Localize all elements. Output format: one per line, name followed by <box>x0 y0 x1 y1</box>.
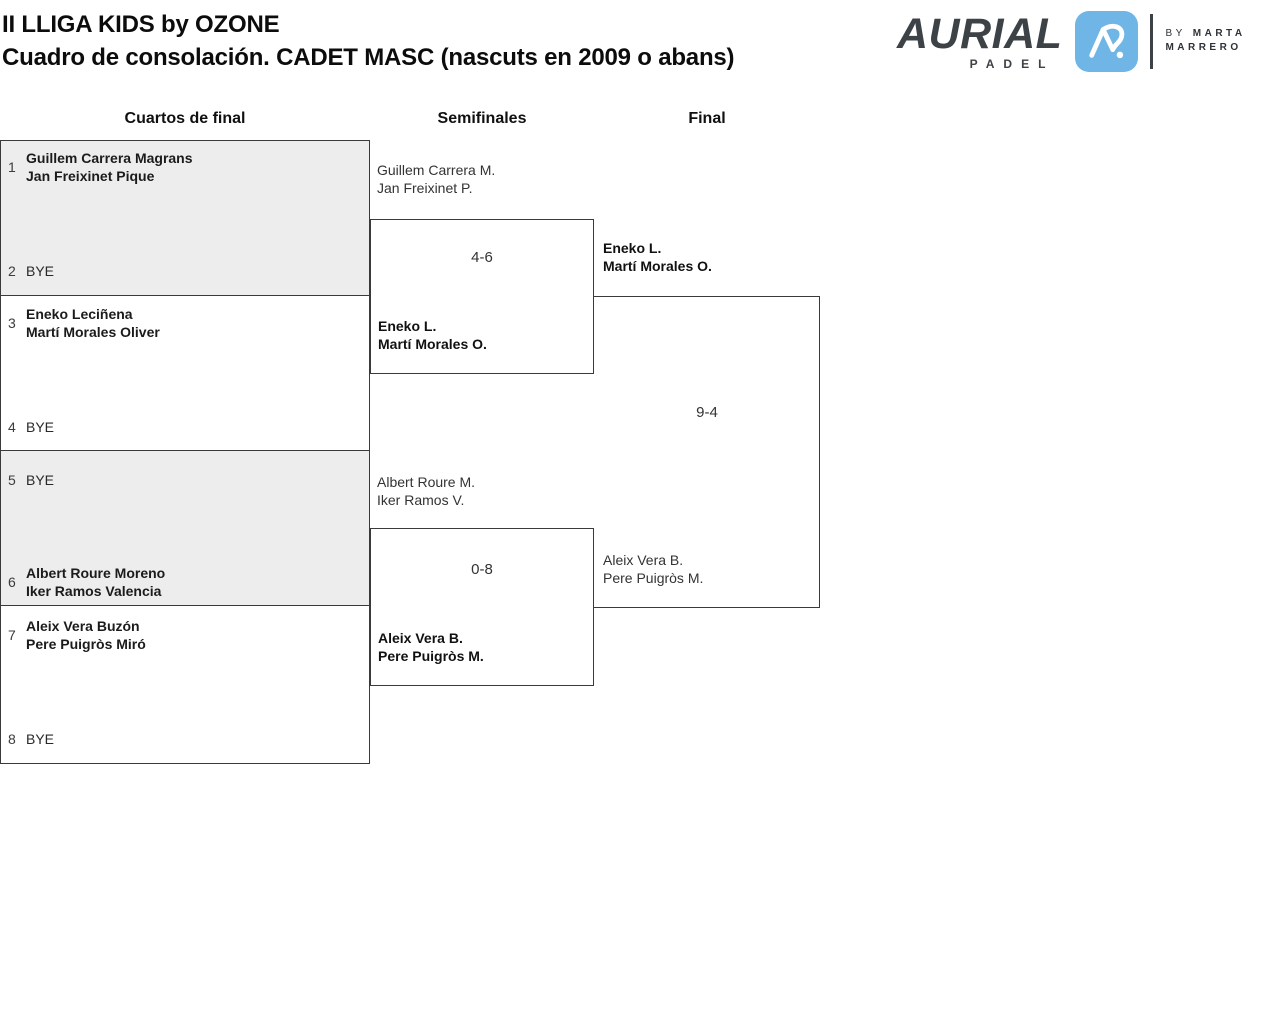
aurial-logo-mark-icon <box>1075 10 1139 72</box>
page-subtitle: Cuadro de consolación. CADET MASC (nascu… <box>2 44 735 71</box>
bye-label: BYE <box>26 419 55 435</box>
logo-by-name-bottom: MARRERO <box>1165 42 1242 53</box>
final-top-team: Eneko L. Martí Morales O. <box>603 240 712 274</box>
qf-entry-4: 4 BYE <box>8 418 54 436</box>
qf-entry-1: 1 Guillem Carrera Magrans Jan Freixinet … <box>8 149 193 185</box>
seed-number: 7 <box>8 627 16 643</box>
round-header-cuartos: Cuartos de final <box>124 110 246 127</box>
seed-number: 6 <box>8 574 16 590</box>
bye-label: BYE <box>26 731 55 747</box>
aurial-logo: AURIAL PADEL BY MARTA MARRERO <box>897 8 1246 74</box>
seed-number: 4 <box>8 419 16 435</box>
sf-match-box-1 <box>370 219 594 374</box>
seed-number: 2 <box>8 263 16 279</box>
logo-divider <box>1150 13 1154 69</box>
sf2-top-team: Albert Roure M. Iker Ramos V. <box>377 474 476 508</box>
qf-entry-6: 6 Albert Roure Moreno Iker Ramos Valenci… <box>8 564 165 600</box>
sf2-score: 0-8 <box>471 561 493 578</box>
qf-match-box-4 <box>0 605 370 764</box>
logo-by-prefix: BY <box>1165 28 1186 39</box>
logo-brand-subtext: PADEL <box>969 56 1055 71</box>
qf-match-box-1 <box>0 140 370 296</box>
logo-by-name-top: MARTA <box>1192 28 1246 39</box>
team-name: Aleix Vera Buzón Pere Puigròs Miró <box>26 618 146 652</box>
seed-number: 5 <box>8 472 16 488</box>
sf1-top-team: Guillem Carrera M. Jan Freixinet P. <box>377 162 496 196</box>
qf-entry-3: 3 Eneko Leciñena Martí Morales Oliver <box>8 305 160 341</box>
team-name: Guillem Carrera Magrans Jan Freixinet Pi… <box>26 150 193 184</box>
qf-entry-8: 8 BYE <box>8 730 54 748</box>
qf-match-box-2 <box>0 295 370 451</box>
team-name: Eneko Leciñena Martí Morales Oliver <box>26 306 160 340</box>
seed-number: 3 <box>8 315 16 331</box>
sf1-bottom-team: Eneko L. Martí Morales O. <box>378 318 487 352</box>
bye-label: BYE <box>26 263 55 279</box>
sf-match-box-2 <box>370 528 594 686</box>
team-name: Albert Roure Moreno Iker Ramos Valencia <box>26 565 166 599</box>
seed-number: 8 <box>8 731 16 747</box>
round-header-semifinales: Semifinales <box>437 110 527 127</box>
qf-entry-5: 5 BYE <box>8 471 54 489</box>
final-match-box <box>594 296 820 608</box>
page-title: II LLIGA KIDS by OZONE <box>2 11 280 38</box>
round-header-final: Final <box>688 110 726 127</box>
logo-by-block: BY MARTA MARRERO <box>1165 27 1245 55</box>
logo-brand-block: AURIAL PADEL <box>897 12 1062 71</box>
sf1-score: 4-6 <box>471 249 493 266</box>
seed-number: 1 <box>8 159 16 175</box>
bye-label: BYE <box>26 472 55 488</box>
final-bottom-team: Aleix Vera B. Pere Puigròs M. <box>603 552 704 586</box>
final-score: 9-4 <box>696 404 718 421</box>
qf-entry-2: 2 BYE <box>8 262 54 280</box>
sf2-bottom-team: Aleix Vera B. Pere Puigròs M. <box>378 630 484 664</box>
logo-brand-text: AURIAL <box>897 9 1063 58</box>
qf-entry-7: 7 Aleix Vera Buzón Pere Puigròs Miró <box>8 617 146 653</box>
